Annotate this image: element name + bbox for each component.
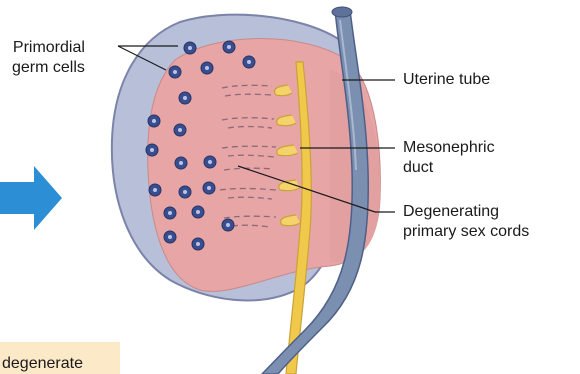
caption-box: degenerate [0, 342, 120, 374]
direction-arrow [0, 166, 62, 230]
label-primordial-germ-cells: Primordial germ cells [12, 38, 85, 78]
label-degenerating-cords: Degenerating primary sex cords [403, 202, 529, 242]
label-uterine-tube: Uterine tube [403, 70, 490, 90]
caption-text: degenerate [2, 354, 83, 374]
label-mesonephric-duct: Mesonephric duct [403, 138, 495, 178]
